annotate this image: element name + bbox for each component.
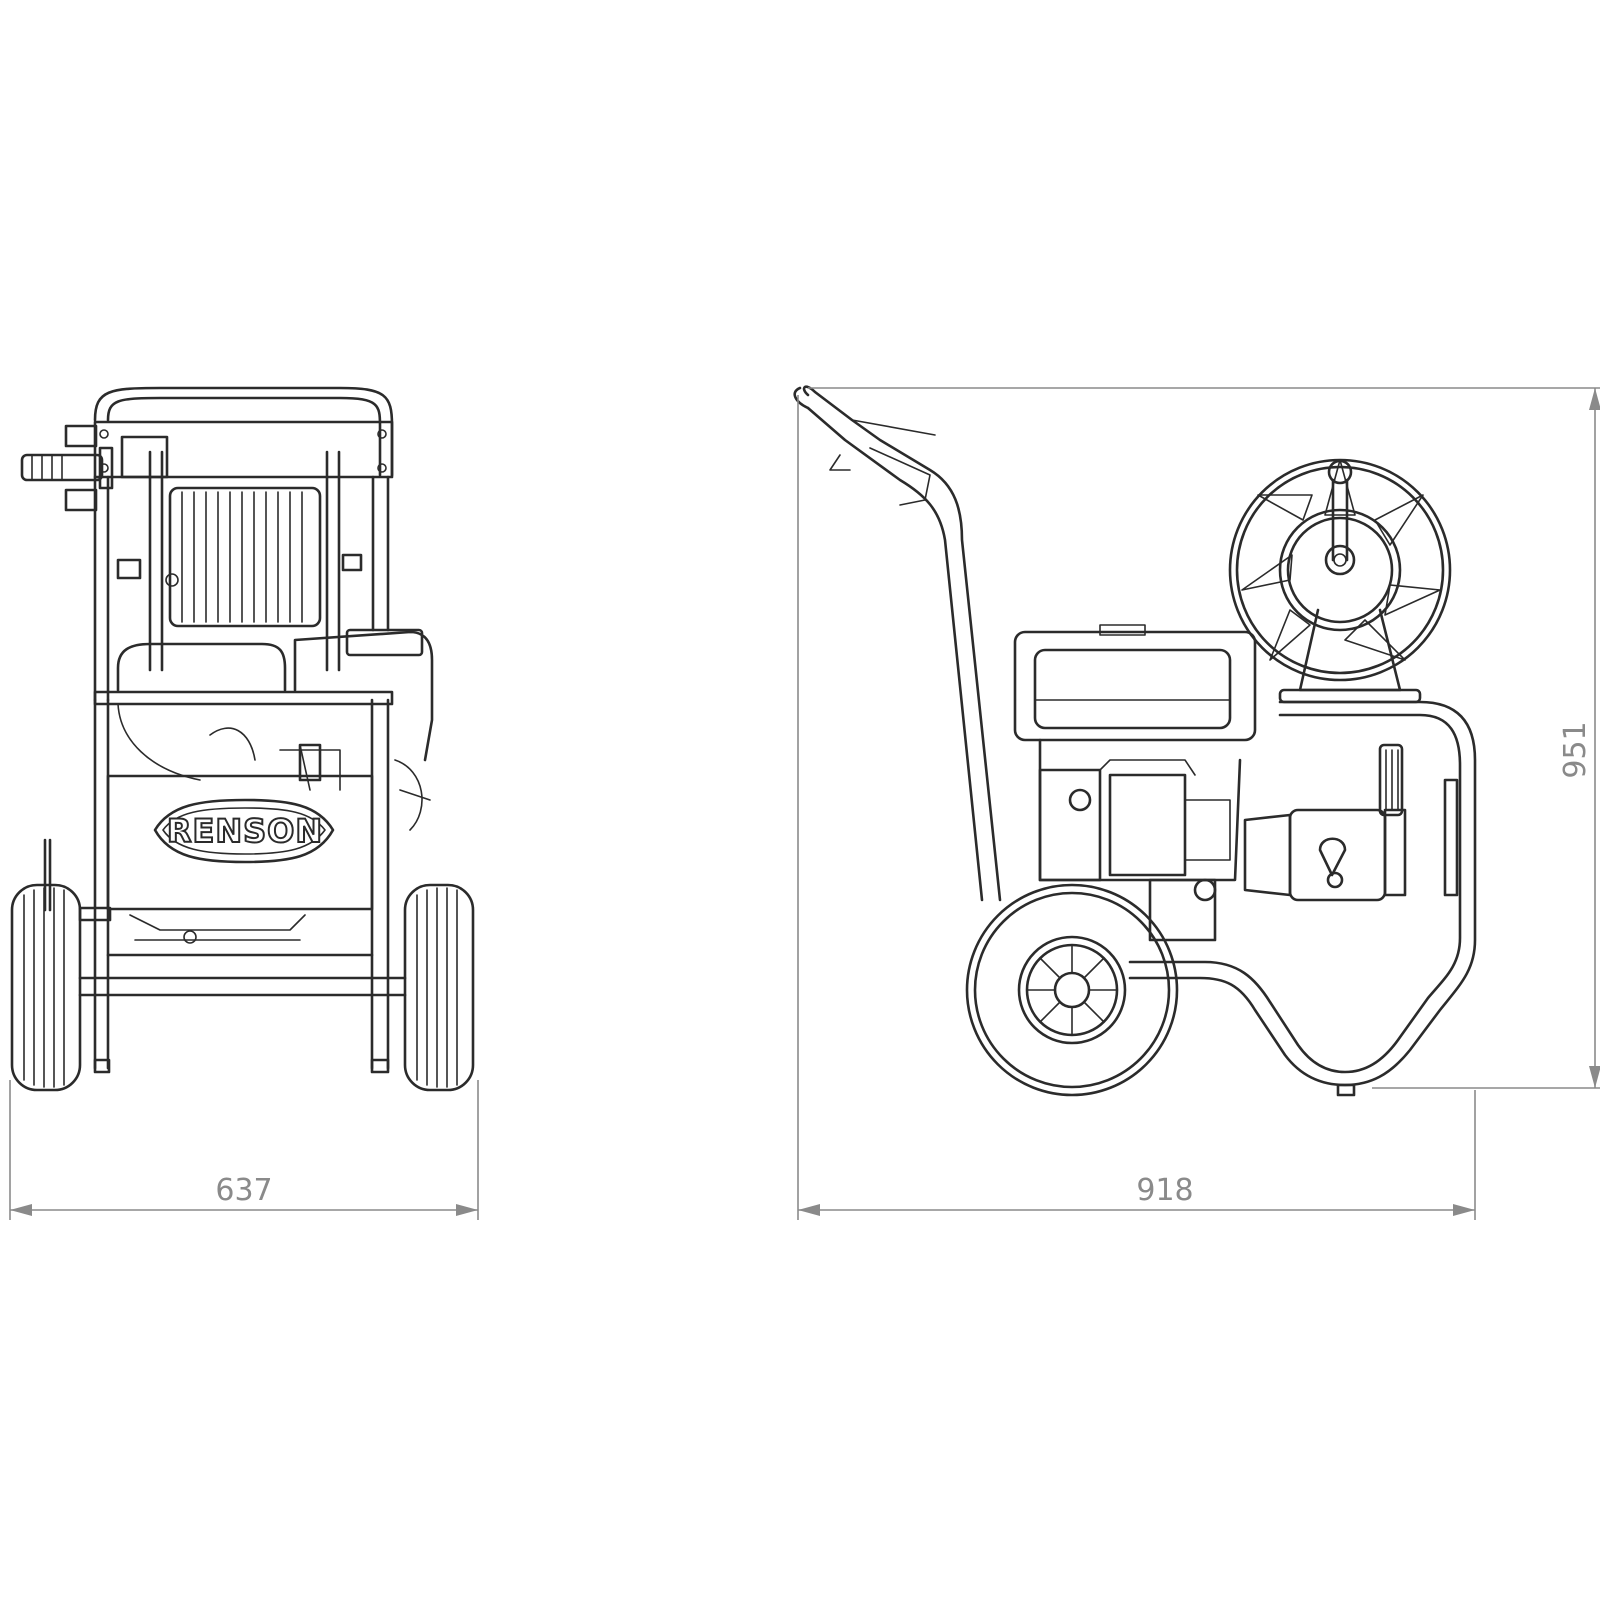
dimension-width-label: 637 xyxy=(215,1173,272,1208)
brand-logo-text: RENSON xyxy=(167,812,323,850)
dimension-length: 918 xyxy=(797,395,1476,1220)
front-view: RENSON xyxy=(10,386,475,1092)
dimension-length-label: 918 xyxy=(1136,1173,1193,1208)
dimension-height-label: 951 xyxy=(1558,721,1593,778)
dimension-height: 951 xyxy=(808,387,1600,1089)
dimension-width: 637 xyxy=(9,1080,479,1220)
brand-logo: RENSON xyxy=(153,798,335,864)
side-view xyxy=(793,385,1477,1097)
